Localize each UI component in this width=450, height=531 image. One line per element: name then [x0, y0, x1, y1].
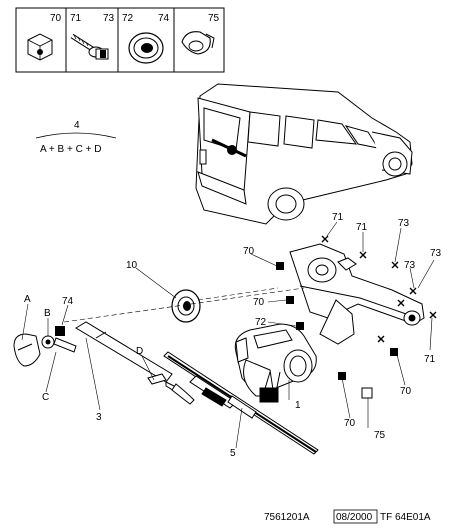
grommet-icon: [128, 32, 164, 64]
legend-label-74: 74: [158, 13, 170, 24]
leader-lines: [21, 221, 435, 449]
part-D-clip: [147, 373, 167, 385]
screw-washer-icon: [70, 33, 109, 60]
callout-70-bottom: 70: [344, 418, 356, 429]
legend-label-75: 75: [208, 13, 220, 24]
reference-date: 08/2000: [336, 512, 373, 523]
callout-73-b: 73: [404, 260, 416, 271]
callout-D: D: [136, 346, 143, 357]
reference-footer: 7561201A 08/2000 TF 64E01A: [264, 509, 431, 524]
callout-A: A: [24, 294, 31, 305]
vehicle-illustration: [195, 83, 413, 225]
part-C-cap: [53, 337, 77, 353]
callout-3: 3: [96, 412, 102, 423]
kit-number: 4: [74, 120, 80, 131]
part-B-nut: [41, 335, 55, 349]
legend-label-71: 71: [70, 13, 82, 24]
callout-72: 72: [255, 317, 267, 328]
callout-B: B: [44, 308, 51, 319]
legend-label-70: 70: [50, 13, 62, 24]
legend-box-72-74: 72 74: [117, 7, 175, 73]
callout-73-a: 73: [398, 218, 410, 229]
wiper-motor: [234, 323, 317, 403]
legend-box-75: 75: [173, 7, 225, 73]
legend-label-72: 72: [122, 13, 134, 24]
callout-70-mid: 70: [253, 297, 265, 308]
kit-formula: 4 A + B + C + D: [35, 120, 117, 155]
part-A-arm-cover: [13, 333, 41, 367]
reference-code: TF 64E01A: [380, 512, 431, 523]
date-box: [333, 509, 378, 524]
clip-nut-markers: [276, 262, 398, 380]
formula-bracket: [35, 132, 117, 139]
cap-cover-icon: [181, 31, 215, 55]
callout-71-c: 71: [424, 354, 436, 365]
part-3-wiper-arm: [75, 321, 195, 405]
rear-wiper-highlight: [211, 138, 247, 158]
callout-71-b: 71: [356, 222, 368, 233]
part-5-wiper-blade: [163, 351, 319, 455]
legend-box-71-73: 71 73: [65, 7, 119, 73]
callout-75: 75: [374, 430, 386, 441]
callout-70-top: 70: [243, 246, 255, 257]
part-75-cap: [361, 387, 373, 399]
wiper-linkage: [289, 243, 425, 345]
callout-1: 1: [295, 400, 301, 411]
legend-box-70: 70: [15, 7, 67, 73]
callout-71-a: 71: [332, 212, 344, 223]
part-74-washer: [55, 326, 65, 336]
legend-label-73: 73: [103, 13, 115, 24]
screw-markers: [321, 235, 437, 343]
callout-5: 5: [230, 448, 236, 459]
reference-number: 7561201A: [264, 512, 310, 523]
callout-74: 74: [62, 296, 74, 307]
callout-C: C: [42, 392, 49, 403]
callout-73-c: 73: [430, 248, 442, 259]
kit-formula-text: A + B + C + D: [40, 144, 101, 155]
part-10-grommet: [171, 289, 201, 323]
callout-70-right: 70: [400, 386, 412, 397]
callout-labels: 10 70 70 72 71 71 73 73 73 71 70 70 75 1…: [24, 212, 442, 459]
callout-10: 10: [126, 260, 138, 271]
